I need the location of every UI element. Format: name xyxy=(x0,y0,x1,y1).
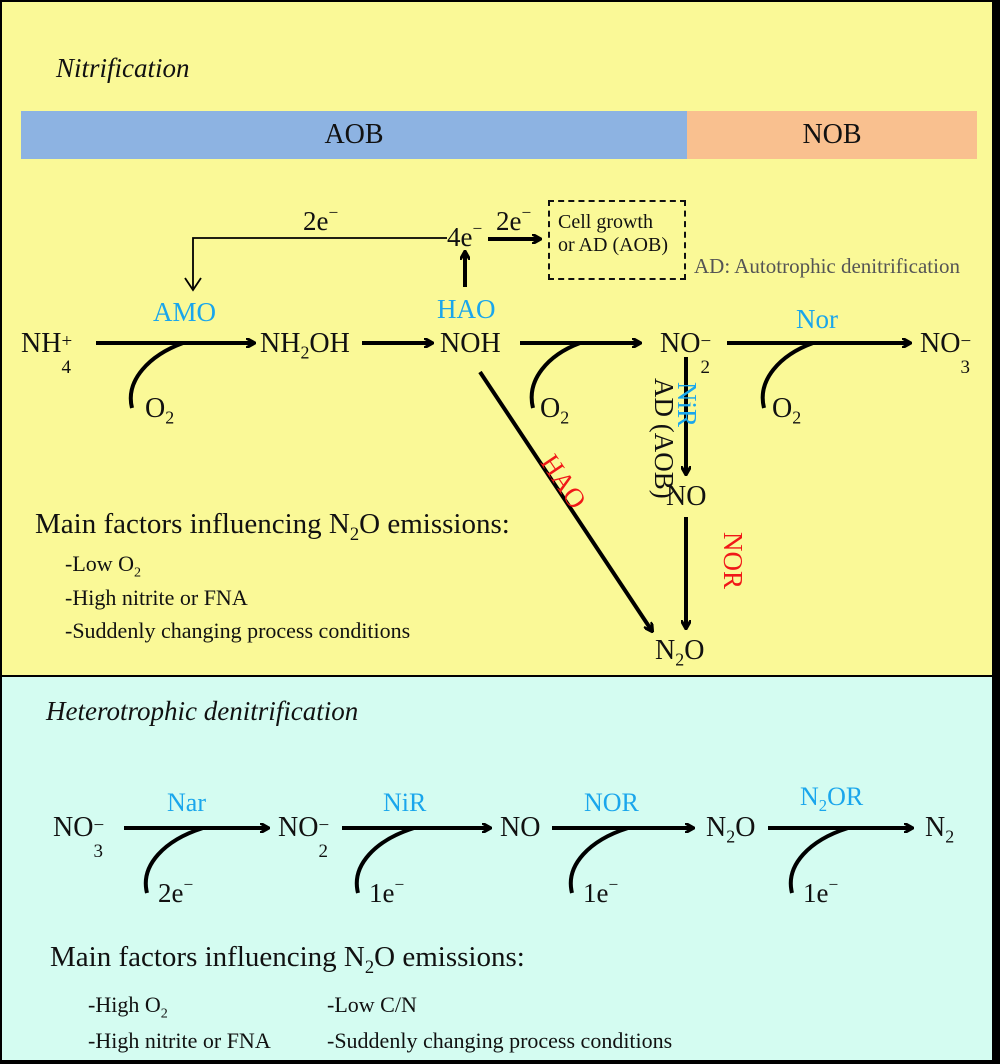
aob-label: AOB xyxy=(324,119,384,150)
den-electron-1e-nor: 1e− xyxy=(583,875,619,908)
denitrification-factor-item: -Suddenly changing process conditions xyxy=(327,1028,673,1053)
denitrification-factors-heading: Main factors influencing N2O emissions: xyxy=(50,941,525,978)
species-n2o: N2O xyxy=(655,635,705,670)
denitrification-title: Heterotrophic denitrification xyxy=(46,696,359,726)
electron-return-arrowhead xyxy=(184,277,202,292)
enzyme-hao-top: HAO xyxy=(437,294,496,324)
den-species-n2: N2 xyxy=(925,812,955,847)
den-electron-1e-n2or: 1e− xyxy=(803,875,839,908)
cofactor-o2-hao: O2 xyxy=(540,393,570,428)
cell-growth-line1: Cell growth xyxy=(558,211,653,233)
den-enzyme-nor: NOR xyxy=(584,788,639,817)
species-no3: NO−3 xyxy=(920,328,972,378)
den-species-no: NO xyxy=(500,812,541,843)
enzyme-ad-aob: AD (AOB) xyxy=(649,378,679,499)
electron-2e-top: 2e− xyxy=(303,203,339,236)
enzyme-nor-red: NOR xyxy=(718,532,748,590)
cell-growth-line2: or AD (AOB) xyxy=(558,234,668,256)
enzyme-nor-oxidation: Nor xyxy=(796,304,838,334)
electron-4e: 4e− xyxy=(447,219,483,252)
arrow-noh-to-n2o xyxy=(478,370,652,631)
den-enzyme-n2or: N2OR xyxy=(800,782,864,816)
nitrification-factor-item: -High nitrite or FNA xyxy=(65,585,248,610)
nitrification-title: Nitrification xyxy=(56,53,190,83)
nob-label: NOB xyxy=(802,119,862,150)
cell-growth-box: Cell growth or AD (AOB) xyxy=(548,200,686,280)
nitrification-factor-item: -Low O2 xyxy=(65,551,142,581)
aob-bar: AOB xyxy=(21,111,687,159)
o2-curve-amo xyxy=(128,341,184,409)
cofactor-o2-amo: O2 xyxy=(145,393,175,428)
species-noh: NOH xyxy=(440,328,501,359)
den-enzyme-nar: Nar xyxy=(167,788,206,817)
o2-curve-noh xyxy=(529,341,581,409)
enzyme-amo: AMO xyxy=(153,297,217,327)
e-curve-nir xyxy=(354,826,415,894)
e-curve-n2or xyxy=(788,826,849,894)
den-species-no3: NO−3 xyxy=(53,812,105,862)
nitrification-factors-heading: Main factors influencing N2O emissions: xyxy=(35,508,510,545)
electron-return-line xyxy=(192,237,447,288)
cofactor-o2-nor: O2 xyxy=(772,393,802,428)
den-electron-1e-nir: 1e− xyxy=(369,875,405,908)
den-species-n2o: N2O xyxy=(706,812,756,847)
denitrification-panel xyxy=(2,677,995,1060)
ad-note: AD: Autotrophic denitrification xyxy=(694,254,960,278)
denitrification-factor-item: -High nitrite or FNA xyxy=(88,1028,271,1053)
nitrification-factor-item: -Suddenly changing process conditions xyxy=(65,618,411,643)
species-no: NO xyxy=(666,481,707,512)
species-nh2oh: NH2OH xyxy=(260,328,350,363)
den-enzyme-nir: NiR xyxy=(383,788,427,817)
o2-curve-nor xyxy=(760,341,814,409)
species-no2: NO−2 xyxy=(660,328,712,378)
electron-2e-right: 2e− xyxy=(496,203,532,236)
den-species-no2: NO−2 xyxy=(278,812,330,862)
denitrification-factor-item: -Low C/N xyxy=(327,992,417,1017)
den-electron-2e: 2e− xyxy=(158,875,194,908)
e-curve-nor xyxy=(568,826,629,894)
denitrification-factor-item: -High O2 xyxy=(88,992,168,1022)
e-curve-nar xyxy=(143,826,204,894)
species-nh4: NH+4 xyxy=(21,328,73,378)
nob-bar: NOB xyxy=(687,111,977,159)
